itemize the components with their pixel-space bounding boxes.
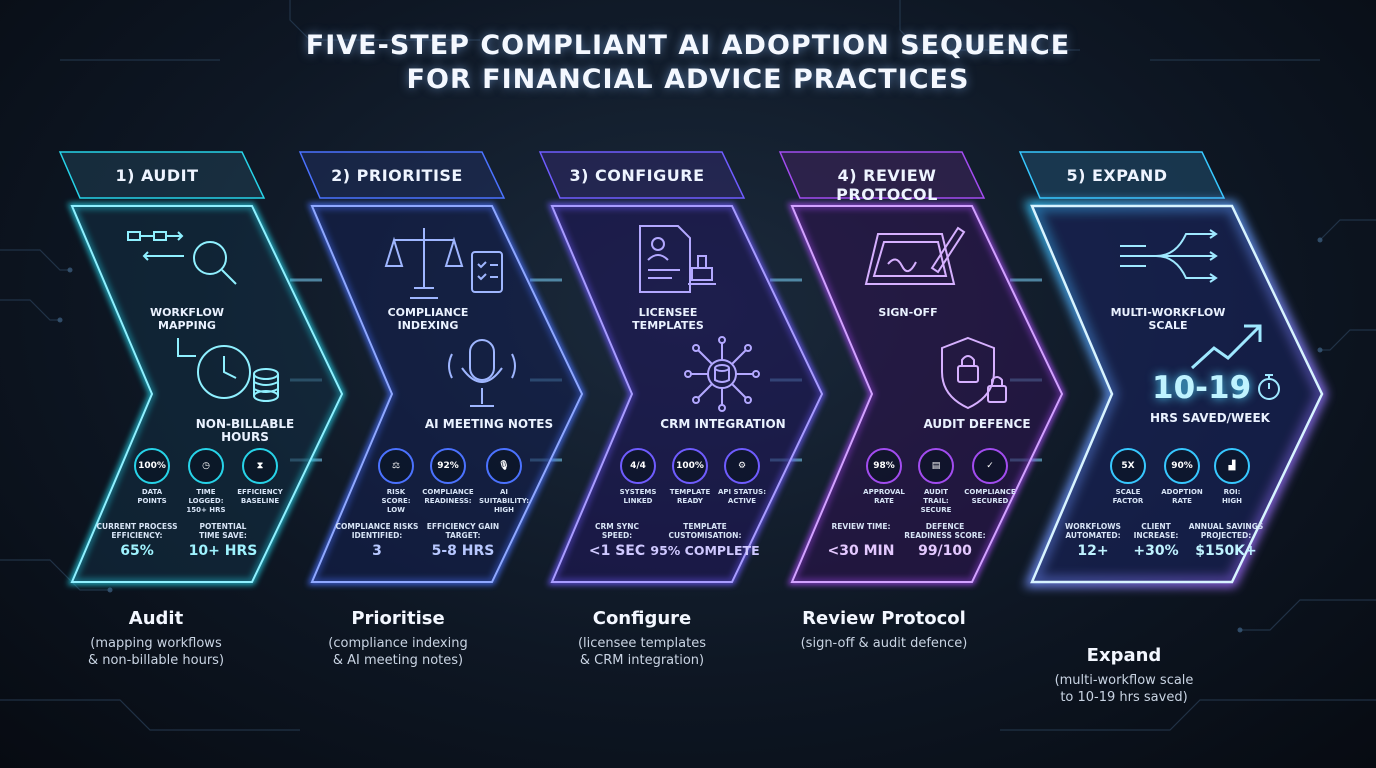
stage-tab-label: 4) REVIEW PROTOCOL xyxy=(836,166,938,204)
clock-coins-icon xyxy=(177,338,279,402)
caption-audit-defence: AUDIT DEFENCE xyxy=(923,417,1031,431)
stage-tab-label: 2) PRIORITISE xyxy=(331,166,463,185)
stage-review-protocol: 4) REVIEW PROTOCOL SIGN-OFF AUDIT DEFENC… xyxy=(772,150,1102,630)
stage-chevron-shape xyxy=(58,151,346,585)
stage-tab-label: 1) AUDIT xyxy=(115,166,199,185)
caption-sign-off: SIGN-OFF xyxy=(878,306,938,319)
footer-review-protocol: Review Protocol (sign-off & audit defenc… xyxy=(800,608,968,651)
metric-audit-trail: ▤ AUDIT TRAIL:SECURE xyxy=(912,448,960,515)
branching-arrows-icon xyxy=(1120,229,1218,283)
trend-up-stopwatch-icon xyxy=(1190,324,1262,370)
bar-chart-icon: ▟ xyxy=(1214,448,1250,484)
clock-icon: ◷ xyxy=(188,448,224,484)
shield-lock-icon xyxy=(941,336,1007,410)
mic-icon: 🎙 xyxy=(486,448,522,484)
hours-saved-label: HRS SAVED/WEEK xyxy=(1150,411,1270,425)
stat-review-time: REVIEW TIME: <30 MIN xyxy=(827,522,895,559)
gear-icon: ⚙ xyxy=(724,448,760,484)
stage-tab-label: 5) EXPAND xyxy=(1066,166,1168,185)
document-stamp-icon xyxy=(639,225,716,293)
metric-time-logged: ◷ TIME LOGGED:150+ HRS xyxy=(182,448,230,515)
stage-chevron-shape xyxy=(298,151,586,585)
stage-chevron-shape xyxy=(1018,151,1328,587)
metric-risk-score: ⚖ RISK SCORE:LOW xyxy=(372,448,420,515)
scales-checklist-icon xyxy=(384,228,503,299)
hourglass-icon: ⧗ xyxy=(242,448,278,484)
stopwatch-icon xyxy=(1258,374,1280,400)
stage-chevron-shape xyxy=(538,151,826,585)
scales-icon: ⚖ xyxy=(378,448,414,484)
page-title-line-2: FOR FINANCIAL ADVICE PRACTICES xyxy=(406,64,970,95)
footer-audit: Audit (mapping workflows& non-billable h… xyxy=(87,608,225,668)
caption-non-billable-hours: NON-BILLABLE HOURS xyxy=(195,417,295,444)
stage-tab-label: 3) CONFIGURE xyxy=(569,166,705,185)
database-network-icon xyxy=(684,336,760,412)
tablet-pen-icon xyxy=(864,226,966,285)
footer-prioritise: Prioritise (compliance indexing& AI meet… xyxy=(328,608,468,668)
footer-configure: Configure (licensee templates& CRM integ… xyxy=(577,608,707,668)
microphone-icon xyxy=(448,339,516,407)
document-icon: ▤ xyxy=(918,448,954,484)
workflow-magnifier-icon xyxy=(127,231,237,285)
caption-crm-integration: CRM INTEGRATION xyxy=(660,417,786,431)
hours-saved-value: 10-19 xyxy=(1152,370,1252,406)
metric-roi: ▟ ROI:HIGH xyxy=(1212,448,1252,506)
metric-api-status: ⚙ API STATUS:ACTIVE xyxy=(716,448,768,506)
page-title-line-1: FIVE-STEP COMPLIANT AI ADOPTION SEQUENCE xyxy=(305,30,1071,61)
shield-check-icon: ✓ xyxy=(972,448,1008,484)
caption-ai-meeting-notes: AI MEETING NOTES xyxy=(424,417,554,431)
metric-ai-suitability: 🎙 AI SUITABILITY:HIGH xyxy=(474,448,534,515)
stage-chevron-shape xyxy=(778,151,1066,585)
